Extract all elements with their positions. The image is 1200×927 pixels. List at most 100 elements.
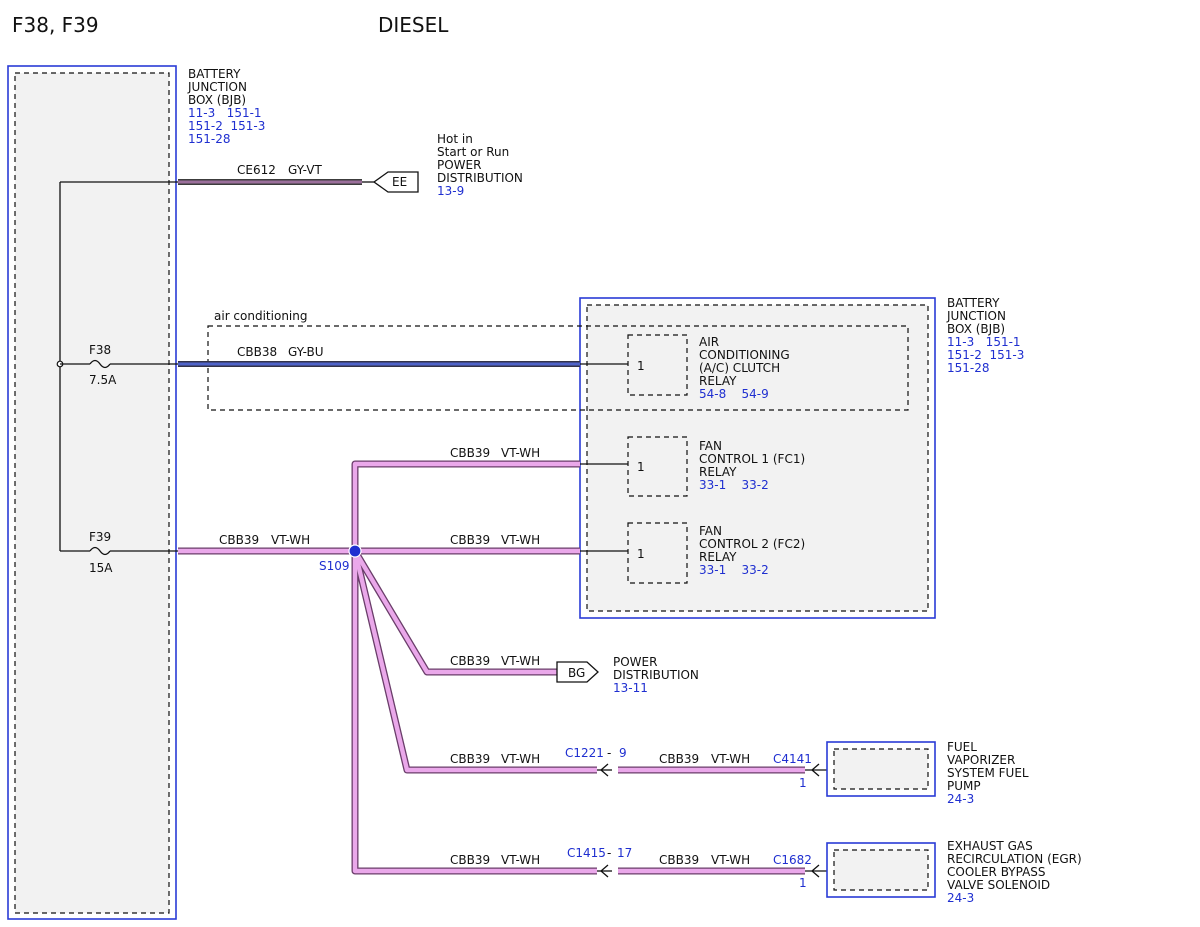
svg-text:BG: BG bbox=[568, 666, 585, 680]
svg-text:DISTRIBUTION: DISTRIBUTION bbox=[613, 668, 699, 682]
svg-text:1: 1 bbox=[637, 547, 645, 561]
bjb-right-label: BATTERY JUNCTION BOX (BJB) 11-3 151-1 15… bbox=[946, 296, 1024, 375]
flag-bg: BG bbox=[556, 661, 599, 683]
egr-cooler-bypass-solenoid: EXHAUST GAS RECIRCULATION (EGR) COOLER B… bbox=[826, 839, 1082, 905]
wire-labels: CBB39 VT-WH CBB39 VT-WH CBB39 VT-WH CBB3… bbox=[219, 446, 750, 867]
svg-text:33-1 33-2: 33-1 33-2 bbox=[699, 563, 769, 577]
svg-text:BOX (BJB): BOX (BJB) bbox=[947, 322, 1005, 336]
svg-text:VT-WH: VT-WH bbox=[501, 853, 540, 867]
svg-text:C4141: C4141 bbox=[773, 752, 812, 766]
svg-text:VT-WH: VT-WH bbox=[501, 446, 540, 460]
bjb-left-inner bbox=[14, 72, 170, 914]
svg-text:33-1 33-2: 33-1 33-2 bbox=[699, 478, 769, 492]
svg-text:BOX (BJB): BOX (BJB) bbox=[188, 93, 246, 107]
svg-text:Hot in: Hot in bbox=[437, 132, 473, 146]
svg-text:VAPORIZER: VAPORIZER bbox=[947, 753, 1015, 767]
wire-cbb39-harness bbox=[178, 460, 805, 875]
page-subtitle: DIESEL bbox=[378, 13, 449, 37]
svg-text:9: 9 bbox=[619, 746, 627, 760]
svg-text:S109: S109 bbox=[319, 559, 350, 573]
wire-ce612: CE612 GY-VT bbox=[178, 163, 374, 185]
connector-c4141: C4141 1 bbox=[773, 752, 827, 790]
svg-text:C1221: C1221 bbox=[565, 746, 604, 760]
wire-cbb38: CBB38 GY-BU bbox=[178, 345, 628, 367]
svg-text:-: - bbox=[607, 746, 611, 760]
svg-text:POWER: POWER bbox=[613, 655, 657, 669]
svg-text:1: 1 bbox=[799, 876, 807, 890]
svg-text:151-28: 151-28 bbox=[188, 132, 231, 146]
svg-text:CBB39: CBB39 bbox=[450, 654, 490, 668]
svg-text:JUNCTION: JUNCTION bbox=[946, 309, 1006, 323]
svg-text:1: 1 bbox=[799, 776, 807, 790]
svg-text:BATTERY: BATTERY bbox=[947, 296, 1000, 310]
fuse-f38: F38 7.5A bbox=[89, 343, 178, 387]
connector-c1682: C1682 1 bbox=[773, 853, 827, 890]
splice-s109: S109 bbox=[319, 544, 362, 573]
relay-fc1: 1 FAN CONTROL 1 (FC1) RELAY 33-1 33-2 bbox=[627, 436, 805, 497]
svg-text:CBB39: CBB39 bbox=[450, 853, 490, 867]
flag-ee: EE bbox=[372, 171, 419, 193]
svg-text:24-3: 24-3 bbox=[947, 891, 974, 905]
svg-text:RELAY: RELAY bbox=[699, 374, 737, 388]
svg-text:-: - bbox=[607, 846, 611, 860]
svg-text:C1682: C1682 bbox=[773, 853, 812, 867]
svg-text:CBB39: CBB39 bbox=[659, 853, 699, 867]
svg-text:CONDITIONING: CONDITIONING bbox=[699, 348, 790, 362]
svg-text:17: 17 bbox=[617, 846, 632, 860]
svg-text:CE612: CE612 bbox=[237, 163, 276, 177]
svg-text:RELAY: RELAY bbox=[699, 550, 737, 564]
svg-text:SYSTEM FUEL: SYSTEM FUEL bbox=[947, 766, 1029, 780]
svg-text:CBB39: CBB39 bbox=[450, 533, 490, 547]
svg-text:13-11: 13-11 bbox=[613, 681, 648, 695]
connector-c1415: C1415 - 17 bbox=[567, 846, 632, 878]
bjb-left-outer bbox=[7, 65, 177, 920]
svg-text:PUMP: PUMP bbox=[947, 779, 981, 793]
svg-text:FAN: FAN bbox=[699, 524, 722, 538]
page-title: F38, F39 bbox=[12, 13, 99, 37]
svg-text:54-8 54-9: 54-8 54-9 bbox=[699, 387, 769, 401]
svg-text:CBB39: CBB39 bbox=[219, 533, 259, 547]
svg-text:FAN: FAN bbox=[699, 439, 722, 453]
svg-text:VT-WH: VT-WH bbox=[711, 752, 750, 766]
svg-text:VT-WH: VT-WH bbox=[501, 654, 540, 668]
svg-text:BATTERY: BATTERY bbox=[188, 67, 241, 81]
svg-text:EE: EE bbox=[392, 175, 407, 189]
svg-text:1: 1 bbox=[637, 359, 645, 373]
relay-ac-clutch: 1 AIR CONDITIONING (A/C) CLUTCH RELAY 54… bbox=[627, 334, 790, 401]
relay-fc2: 1 FAN CONTROL 2 (FC2) RELAY 33-1 33-2 bbox=[627, 522, 805, 584]
svg-text:C1415: C1415 bbox=[567, 846, 606, 860]
connector-c1221: C1221 - 9 bbox=[565, 746, 627, 777]
svg-text:CONTROL 1 (FC1): CONTROL 1 (FC1) bbox=[699, 452, 805, 466]
bjb-right-outer bbox=[579, 297, 936, 619]
svg-text:1: 1 bbox=[637, 460, 645, 474]
svg-text:F39: F39 bbox=[89, 530, 111, 544]
svg-text:COOLER BYPASS: COOLER BYPASS bbox=[947, 865, 1046, 879]
svg-text:151-2 151-3: 151-2 151-3 bbox=[188, 119, 265, 133]
svg-text:11-3 151-1: 11-3 151-1 bbox=[188, 106, 262, 120]
svg-text:CBB39: CBB39 bbox=[450, 752, 490, 766]
svg-text:AIR: AIR bbox=[699, 335, 719, 349]
svg-text:RECIRCULATION (EGR): RECIRCULATION (EGR) bbox=[947, 852, 1082, 866]
bjb-top-label: BATTERY JUNCTION BOX (BJB) 11-3 151-1 15… bbox=[187, 67, 265, 146]
svg-text:DISTRIBUTION: DISTRIBUTION bbox=[437, 171, 523, 185]
svg-text:CBB39: CBB39 bbox=[659, 752, 699, 766]
svg-text:VT-WH: VT-WH bbox=[271, 533, 310, 547]
fuel-vaporizer-pump: FUEL VAPORIZER SYSTEM FUEL PUMP 24-3 bbox=[826, 740, 1029, 806]
svg-text:POWER: POWER bbox=[437, 158, 481, 172]
power-distribution-label: POWER DISTRIBUTION 13-11 bbox=[613, 655, 699, 695]
svg-text:F38: F38 bbox=[89, 343, 111, 357]
svg-text:7.5A: 7.5A bbox=[89, 373, 117, 387]
svg-text:GY-VT: GY-VT bbox=[288, 163, 322, 177]
svg-text:CBB39: CBB39 bbox=[450, 446, 490, 460]
svg-text:VALVE SOLENOID: VALVE SOLENOID bbox=[947, 878, 1050, 892]
svg-text:(A/C) CLUTCH: (A/C) CLUTCH bbox=[699, 361, 780, 375]
svg-text:VT-WH: VT-WH bbox=[501, 752, 540, 766]
air-conditioning-label: air conditioning bbox=[214, 309, 307, 323]
svg-text:RELAY: RELAY bbox=[699, 465, 737, 479]
svg-text:JUNCTION: JUNCTION bbox=[187, 80, 247, 94]
fuse-f39: F39 15A bbox=[89, 530, 178, 575]
svg-text:EXHAUST GAS: EXHAUST GAS bbox=[947, 839, 1033, 853]
svg-text:CONTROL 2 (FC2): CONTROL 2 (FC2) bbox=[699, 537, 805, 551]
svg-text:VT-WH: VT-WH bbox=[711, 853, 750, 867]
svg-text:151-2 151-3: 151-2 151-3 bbox=[947, 348, 1024, 362]
